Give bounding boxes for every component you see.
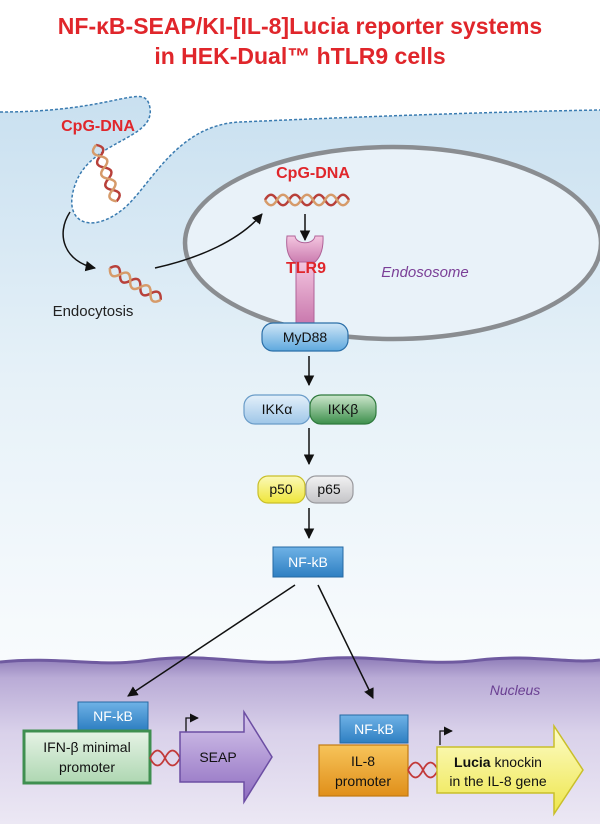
myd88-label: MyD88 (283, 329, 328, 345)
p65-label: p65 (317, 481, 341, 497)
il8-promoter-line-2: promoter (335, 773, 391, 789)
nfkb-center-label: NF-kB (288, 554, 328, 570)
nfkb-left-box (77, 701, 149, 731)
title-line-2: in HEK-Dual™ hTLR9 cells (154, 43, 445, 69)
ikk-beta-box (309, 394, 377, 425)
cpg-dna-inside-label: CpG-DNA (276, 165, 350, 182)
nfkb-to-lucia-arrow (317, 584, 374, 699)
il8-promoter-line-1: IL-8 (351, 753, 375, 769)
cell-membrane (0, 95, 600, 224)
seap-dna-linker (149, 749, 181, 767)
cpg-dna-outside-helix (91, 143, 121, 203)
tlr9-receptor (286, 235, 324, 325)
tlr9-label: TLR9 (286, 260, 326, 277)
p65-box (305, 475, 354, 504)
nfkb-to-seap-arrow (127, 584, 296, 697)
lucia-dna-linker (407, 761, 439, 779)
il8-promoter-box (318, 744, 409, 797)
nuclear-envelope (0, 656, 600, 665)
seap-label: SEAP (199, 749, 236, 765)
endocytosis-label: Endocytosis (53, 303, 134, 320)
myd88-box (261, 322, 349, 352)
ikk-alpha-label: IKKα (262, 401, 293, 417)
endocytosed-dna-helix (108, 265, 162, 303)
title-line-1: NF-κB-SEAP/KI-[IL-8]Lucia reporter syste… (58, 13, 542, 39)
endocytosis-arrow (62, 211, 97, 272)
endosome (182, 144, 600, 342)
nfkb-right-box (339, 714, 409, 744)
p50-box (257, 475, 306, 504)
seap-gene-arrow (179, 709, 273, 805)
lucia-gene-bold: Lucia (454, 754, 491, 770)
lucia-tss-arrow (439, 726, 453, 745)
ikk-beta-label: IKKβ (328, 401, 359, 417)
ifn-beta-promoter-box (22, 729, 152, 785)
p50-label: p50 (269, 481, 293, 497)
lucia-gene-line-2: in the IL-8 gene (449, 773, 547, 789)
nfkb-left-label: NF-kB (93, 708, 133, 724)
ifn-beta-promoter-line-2: promoter (59, 759, 115, 775)
seap-tss-arrow (185, 713, 199, 733)
endosome-label: Endososome (381, 264, 469, 281)
nucleus-label: Nucleus (490, 682, 541, 698)
entry-arrow (154, 213, 263, 269)
ifn-beta-promoter-line-1: IFN-β minimal (43, 739, 130, 755)
cpg-dna-outside-label: CpG-DNA (61, 118, 135, 135)
lucia-gene-line-1: Lucia knockin (454, 754, 542, 770)
cpg-dna-inside-helix (263, 193, 351, 207)
nfkb-right-label: NF-kB (354, 721, 394, 737)
lucia-gene-rest: knockin (491, 754, 542, 770)
lucia-gene-arrow (436, 723, 584, 817)
nfkb-center-box (272, 546, 344, 578)
